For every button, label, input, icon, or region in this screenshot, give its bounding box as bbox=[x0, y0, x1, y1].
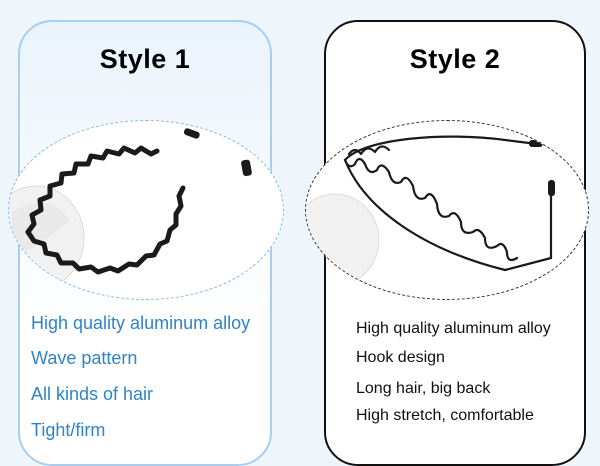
wave-headband-image bbox=[9, 128, 252, 291]
style-2-feature: Hook design bbox=[356, 349, 445, 366]
style-1-feature: High quality aluminum alloy bbox=[31, 313, 251, 333]
hook-headband-image bbox=[306, 135, 555, 287]
style-2-title: Style 2 bbox=[409, 44, 501, 74]
style-2-feature: High stretch, comfortable bbox=[356, 407, 534, 424]
style-1-feature: Wave pattern bbox=[31, 348, 138, 368]
style-2-feature: Long hair, big back bbox=[356, 380, 491, 397]
style-1-title: Style 1 bbox=[99, 44, 191, 74]
style-1-feature: All kinds of hair bbox=[31, 384, 154, 404]
style-2-feature: High quality aluminum alloy bbox=[356, 320, 551, 337]
style-1-feature: Tight/firm bbox=[31, 420, 106, 440]
